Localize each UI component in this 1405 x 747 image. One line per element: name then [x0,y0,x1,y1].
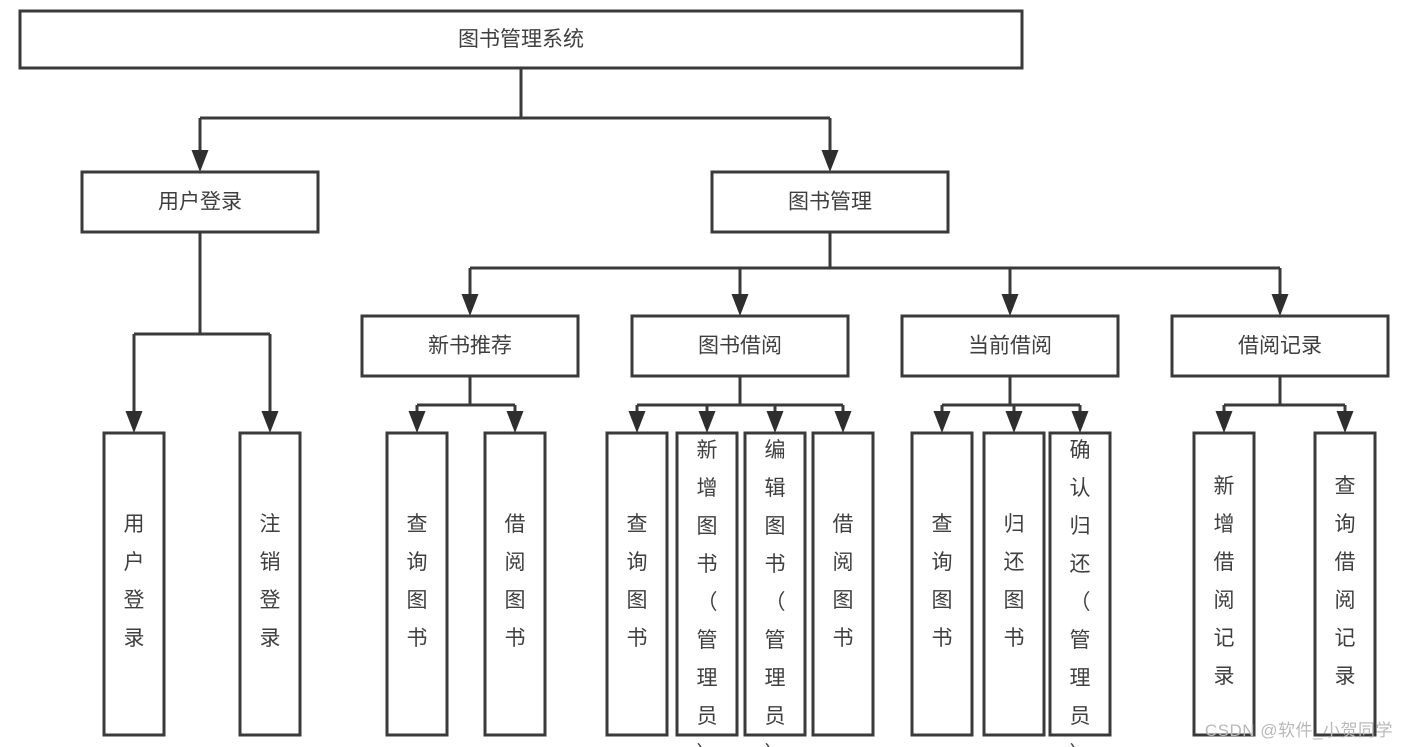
arrow-head-leaf-add-borrow-record [1215,411,1233,433]
node-leaf-borrow-book-rec[interactable]: 借阅图书 [483,431,547,737]
node-leaf-add-book[interactable]: 新增图书（管理员） [675,431,739,747]
node-box-root [18,9,1024,70]
node-leaf-edit-book[interactable]: 编辑图书（管理员） [743,431,807,747]
node-box-leaf-query-book-cur [910,431,974,737]
arrow-head-book-manage [821,150,839,172]
node-label-leaf-user-login: 用户登录 [124,513,145,650]
node-user-login[interactable]: 用户登录 [80,170,320,234]
node-label-leaf-edit-book: 编辑图书（管理员） [765,439,786,747]
node-leaf-user-logout[interactable]: 注销登录 [238,431,302,737]
node-box-leaf-borrow-book [811,431,875,737]
node-box-leaf-edit-book [743,431,807,737]
node-current-borrow[interactable]: 当前借阅 [900,314,1120,378]
node-leaf-query-book-borrow[interactable]: 查询图书 [605,431,669,737]
node-label-leaf-add-book: 新增图书（管理员） [697,439,718,747]
arrow-head-leaf-user-logout [261,411,279,433]
node-box-leaf-query-borrow-record [1313,431,1377,737]
node-box-leaf-add-borrow-record [1192,431,1256,737]
node-leaf-query-book-rec[interactable]: 查询图书 [385,431,449,737]
arrow-head-leaf-borrow-book-rec [506,411,524,433]
node-box-user-login [80,170,320,234]
node-layer: 图书管理系统用户登录图书管理新书推荐图书借阅当前借阅借阅记录用户登录注销登录查询… [18,9,1390,747]
node-box-leaf-user-logout [238,431,302,737]
node-leaf-query-borrow-record[interactable]: 查询借阅记录 [1313,431,1377,737]
arrow-head-leaf-query-borrow-record [1336,411,1354,433]
node-label-leaf-confirm-return: 确认归还（管理员） [1070,439,1091,747]
node-label-root: 图书管理系统 [458,28,584,51]
arrow-head-new-book-rec [461,294,479,316]
arrow-head-leaf-return-book [1005,411,1023,433]
node-label-current-borrow: 当前借阅 [968,335,1052,358]
arrow-head-leaf-user-login [125,411,143,433]
node-label-book-borrow: 图书借阅 [698,335,782,358]
node-box-borrow-record [1170,314,1390,378]
arrow-head-leaf-query-book-cur [933,411,951,433]
arrow-head-leaf-edit-book [766,411,784,433]
arrow-head-borrow-record [1271,294,1289,316]
node-label-borrow-record: 借阅记录 [1238,335,1322,358]
node-box-book-manage [710,170,950,234]
arrow-head-leaf-confirm-return [1071,411,1089,433]
node-leaf-return-book[interactable]: 归还图书 [982,431,1046,737]
node-box-leaf-confirm-return [1048,431,1112,737]
node-label-leaf-return-book: 归还图书 [1004,513,1025,650]
node-box-current-borrow [900,314,1120,378]
node-box-new-book-rec [360,314,580,378]
node-label-leaf-add-borrow-record: 新增借阅记录 [1214,475,1235,688]
node-box-leaf-add-book [675,431,739,737]
node-leaf-confirm-return[interactable]: 确认归还（管理员） [1048,431,1112,747]
node-box-book-borrow [630,314,850,378]
node-root[interactable]: 图书管理系统 [18,9,1024,70]
node-box-leaf-borrow-book-rec [483,431,547,737]
node-label-leaf-user-logout: 注销登录 [260,513,281,650]
arrow-head-leaf-borrow-book [834,411,852,433]
node-label-user-login: 用户登录 [158,191,242,214]
node-box-leaf-user-login [102,431,166,737]
node-book-borrow[interactable]: 图书借阅 [630,314,850,378]
node-borrow-record[interactable]: 借阅记录 [1170,314,1390,378]
node-leaf-add-borrow-record[interactable]: 新增借阅记录 [1192,431,1256,737]
node-label-leaf-query-book-rec: 查询图书 [407,513,428,650]
arrow-head-current-borrow [1001,294,1019,316]
node-leaf-borrow-book[interactable]: 借阅图书 [811,431,875,737]
node-leaf-user-login[interactable]: 用户登录 [102,431,166,737]
arrow-head-user-login [191,150,209,172]
node-label-book-manage: 图书管理 [788,191,872,214]
node-box-leaf-query-book-rec [385,431,449,737]
node-label-new-book-rec: 新书推荐 [428,335,512,358]
node-label-leaf-query-book-cur: 查询图书 [932,513,953,650]
arrow-head-leaf-add-book [698,411,716,433]
node-label-leaf-query-book-borrow: 查询图书 [627,513,648,650]
arrow-head-book-borrow [731,294,749,316]
node-label-leaf-query-borrow-record: 查询借阅记录 [1335,475,1356,688]
node-box-leaf-return-book [982,431,1046,737]
node-box-leaf-query-book-borrow [605,431,669,737]
arrow-head-leaf-query-book-borrow [628,411,646,433]
node-book-manage[interactable]: 图书管理 [710,170,950,234]
arrow-head-leaf-query-book-rec [408,411,426,433]
connector-layer [125,68,1354,433]
node-leaf-query-book-cur[interactable]: 查询图书 [910,431,974,737]
node-label-leaf-borrow-book-rec: 借阅图书 [505,513,526,650]
node-label-leaf-borrow-book: 借阅图书 [833,513,854,650]
node-new-book-rec[interactable]: 新书推荐 [360,314,580,378]
